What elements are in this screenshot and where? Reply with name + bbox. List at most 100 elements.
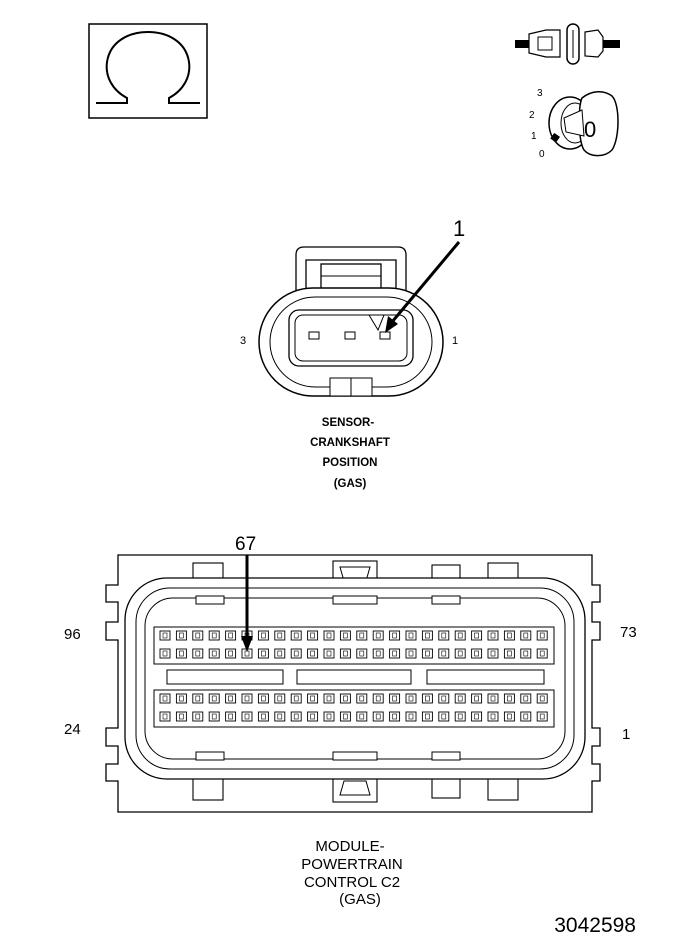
module-pin-73-label: 73 — [620, 624, 637, 641]
pin-cavity — [307, 711, 319, 722]
pin-cavity — [503, 693, 515, 704]
pin-terminal — [228, 632, 233, 639]
pin-cavity — [225, 630, 237, 641]
pin-terminal — [441, 695, 447, 702]
pin-terminal — [523, 713, 529, 720]
pin-cavity — [503, 711, 515, 722]
pin-terminal — [539, 713, 545, 720]
pin-cavity — [339, 630, 351, 641]
pin-cavity — [372, 630, 384, 641]
pin-terminal — [310, 713, 315, 720]
pin-terminal — [261, 695, 266, 702]
pin-terminal — [408, 695, 414, 702]
pin-cavity — [274, 711, 286, 722]
pin-cavity — [356, 711, 368, 722]
pin-cavity — [438, 711, 450, 722]
pin-cavity — [405, 693, 417, 704]
pin-terminal — [425, 695, 430, 702]
pin-cavity — [241, 693, 253, 704]
pin-terminal — [539, 650, 545, 657]
pin-terminal — [392, 632, 397, 639]
pin-terminal — [474, 695, 479, 702]
pin-terminal — [179, 713, 184, 720]
pin-cavity — [175, 693, 187, 704]
pin-cavity — [405, 648, 417, 659]
pin-cavity — [454, 693, 466, 704]
pin-cavity — [192, 693, 204, 704]
pin-terminal — [359, 650, 365, 657]
pin-cavity — [175, 648, 187, 659]
pin-cavity — [274, 630, 286, 641]
pin-terminal — [179, 695, 184, 702]
module-pin-1-label: 1 — [622, 726, 630, 743]
pin-cavity — [208, 648, 220, 659]
pin-cavity — [438, 630, 450, 641]
pin-terminal — [326, 695, 332, 702]
pin-cavity — [175, 711, 187, 722]
pin-cavity — [225, 693, 237, 704]
pin-terminal — [408, 650, 414, 657]
pin-cavity — [274, 693, 286, 704]
pin-terminal — [441, 650, 447, 657]
pin-cavity — [274, 648, 286, 659]
pin-cavity — [536, 630, 548, 641]
sensor-pin-1 — [379, 331, 391, 340]
crankshaft-sensor-connector — [258, 246, 444, 397]
sensor-pin-right-label: 1 — [452, 335, 458, 347]
pin-cavity — [372, 711, 384, 722]
pin-cavity — [536, 648, 548, 659]
pin-terminal — [162, 695, 168, 702]
pin-terminal — [490, 650, 496, 657]
pin-terminal — [211, 713, 217, 720]
pin-terminal — [375, 713, 381, 720]
module-title-line-4: (GAS) — [339, 891, 381, 908]
pin-terminal — [277, 650, 283, 657]
pin-terminal — [244, 695, 250, 702]
pin-cavity — [307, 648, 319, 659]
pin-terminal — [343, 695, 348, 702]
pin-terminal — [359, 713, 365, 720]
pin-cavity — [339, 711, 351, 722]
ignition-switch-icon — [515, 23, 620, 157]
pin-cavity — [225, 711, 237, 722]
pin-terminal — [523, 632, 529, 639]
figure-number: 3042598 — [554, 914, 636, 937]
pin-terminal — [211, 650, 217, 657]
pin-cavity — [503, 630, 515, 641]
pin-cavity — [323, 648, 335, 659]
pin-cavity — [471, 648, 483, 659]
pin-terminal — [195, 632, 201, 639]
pin-terminal — [425, 632, 430, 639]
pin-cavity — [487, 711, 499, 722]
pin-terminal — [425, 713, 430, 720]
pin-cavity — [241, 711, 253, 722]
sensor-title-line-1: SENSOR- — [322, 417, 375, 429]
pin-terminal — [441, 713, 447, 720]
pin-cavity — [323, 693, 335, 704]
pin-terminal — [162, 632, 168, 639]
key-position-2: 2 — [529, 110, 535, 121]
pin-terminal — [375, 632, 381, 639]
pin-terminal — [211, 632, 217, 639]
pin-terminal — [523, 695, 529, 702]
pin-cavity — [536, 693, 548, 704]
pin-cavity — [192, 711, 204, 722]
pin-terminal — [539, 632, 545, 639]
pin-terminal — [261, 650, 266, 657]
pin-terminal — [474, 632, 479, 639]
pin-terminal — [359, 632, 365, 639]
pin-terminal — [261, 713, 266, 720]
pin-cavity — [487, 630, 499, 641]
pin-terminal — [293, 650, 299, 657]
pin-terminal — [457, 650, 463, 657]
pin-cavity — [192, 648, 204, 659]
pin-terminal — [539, 695, 545, 702]
pin-cavity — [454, 648, 466, 659]
pin-cavity — [372, 693, 384, 704]
pin-cavity — [208, 630, 220, 641]
pin-terminal — [293, 695, 299, 702]
pin-terminal — [343, 632, 348, 639]
module-pin-24-label: 24 — [64, 721, 81, 738]
sensor-title-line-4: (GAS) — [334, 478, 367, 490]
pin-cavity — [421, 711, 433, 722]
